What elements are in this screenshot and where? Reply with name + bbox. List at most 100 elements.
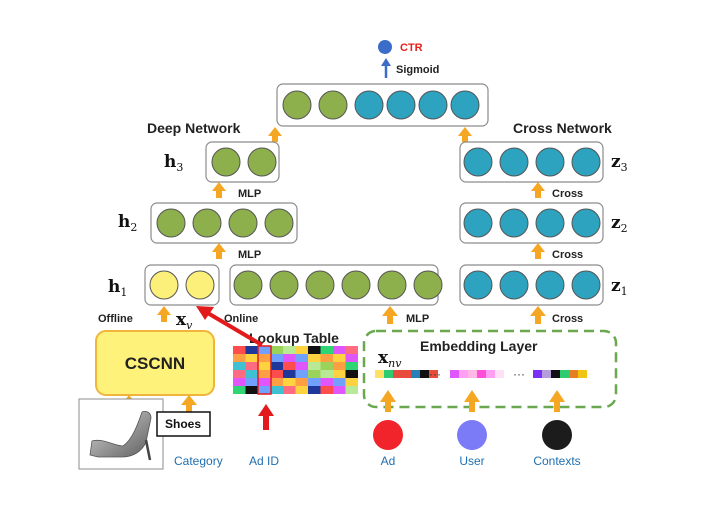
lookup-cell [258,370,271,378]
shoes-label: Shoes [165,417,201,431]
lookup-cell [295,386,308,394]
lookup-cell [283,362,296,370]
embedding-layer-box [362,329,618,409]
lookup-cell [258,378,271,386]
h3-neuron [211,147,241,177]
lookup-cell [270,362,283,370]
lookup-cell [333,346,346,354]
h2-neuron [228,208,258,238]
lookup-cell [270,346,283,354]
ctr-label: CTR [400,42,423,54]
cross-arrow-embed-z1 [530,306,546,324]
z2-neuron [463,208,493,238]
combined-neuron-deep [318,90,348,120]
z2-neuron [571,208,601,238]
h2-neuron [156,208,186,238]
embedding-cell [384,370,393,378]
lookup-cell [245,346,258,354]
h1-neuron [233,270,263,300]
combined-neuron-cross [354,90,384,120]
lookup-cell [283,346,296,354]
lookup-cell [320,370,333,378]
embedding-cell [411,370,420,378]
z1-neuron [535,270,565,300]
lookup-cell [320,378,333,386]
embedding-cell [542,370,551,378]
z1-neuron [463,270,493,300]
h1-neuron [305,270,335,300]
z3-neuron [535,147,565,177]
lookup-cell [345,378,358,386]
h1-neuron [269,270,299,300]
embedding-cell [468,370,477,378]
combined-neuron-cross [418,90,448,120]
lookup-cell [270,386,283,394]
h2-layer-box [150,202,298,244]
lookup-cell [258,354,271,362]
contexts-input-label: Contexts [533,454,580,468]
ad-input-label: Ad [381,454,396,468]
user-input-label: User [459,454,484,468]
lookup-cell [295,362,308,370]
sigmoid-arrow [381,58,391,78]
lookup-cell [320,386,333,394]
z3-neuron [499,147,529,177]
ad-input-arrow [380,390,396,412]
embedding-dots-2: ··· [513,367,525,381]
lookup-cell [345,370,358,378]
xv-label: xv [176,310,193,332]
shoe-image [78,398,164,470]
shoes-box [156,411,211,437]
embedding-layer-title: Embedding Layer [420,338,538,354]
embedding-cell [578,370,587,378]
mlp-arrow-h1-h2 [212,243,226,259]
lookup-cell [258,386,271,394]
lookup-cell [333,378,346,386]
h2-label: h2 [118,212,137,234]
visual-feature-neuron [149,270,179,300]
cross-arrow-z1-z2 [531,243,545,259]
embedding-cell [420,370,429,378]
embedding-cell [393,370,402,378]
combined-neuron-cross [386,90,416,120]
lookup-cell [283,354,296,362]
lookup-cell [320,346,333,354]
lookup-cell [345,362,358,370]
lookup-cell [245,386,258,394]
lookup-cell [283,386,296,394]
lookup-cell [308,346,321,354]
h1-neuron [341,270,371,300]
contexts-input-arrow [549,390,565,412]
contexts-input-node [542,420,572,450]
ctr-output-node [378,40,392,54]
combined-neuron-cross [450,90,480,120]
lookup-cell [295,370,308,378]
embedding-cell [459,370,468,378]
lookup-cell [245,362,258,370]
lookup-cell [245,370,258,378]
embedding-cell [375,370,384,378]
lookup-cell [233,378,246,386]
deep-network-title: Deep Network [147,120,241,136]
h3-neuron [247,147,277,177]
h3-label: h3 [164,152,183,174]
lookup-cell [270,378,283,386]
z1-neuron [571,270,601,300]
lookup-cell [345,386,358,394]
z3-neuron [463,147,493,177]
lookup-cell [258,346,271,354]
h1-neuron [377,270,407,300]
xv-arrow [157,306,171,322]
user-input-arrow [464,390,480,412]
user-input-node [457,420,487,450]
lookup-cell [333,370,346,378]
lookup-table-title: Lookup Table [249,330,339,346]
embedding-cell [450,370,459,378]
lookup-to-xv-arrow [196,306,264,347]
online-label: Online [224,313,258,325]
embedding-cell [551,370,560,378]
lookup-cell [233,346,246,354]
lookup-cell [233,362,246,370]
category-label: Category [174,454,223,468]
